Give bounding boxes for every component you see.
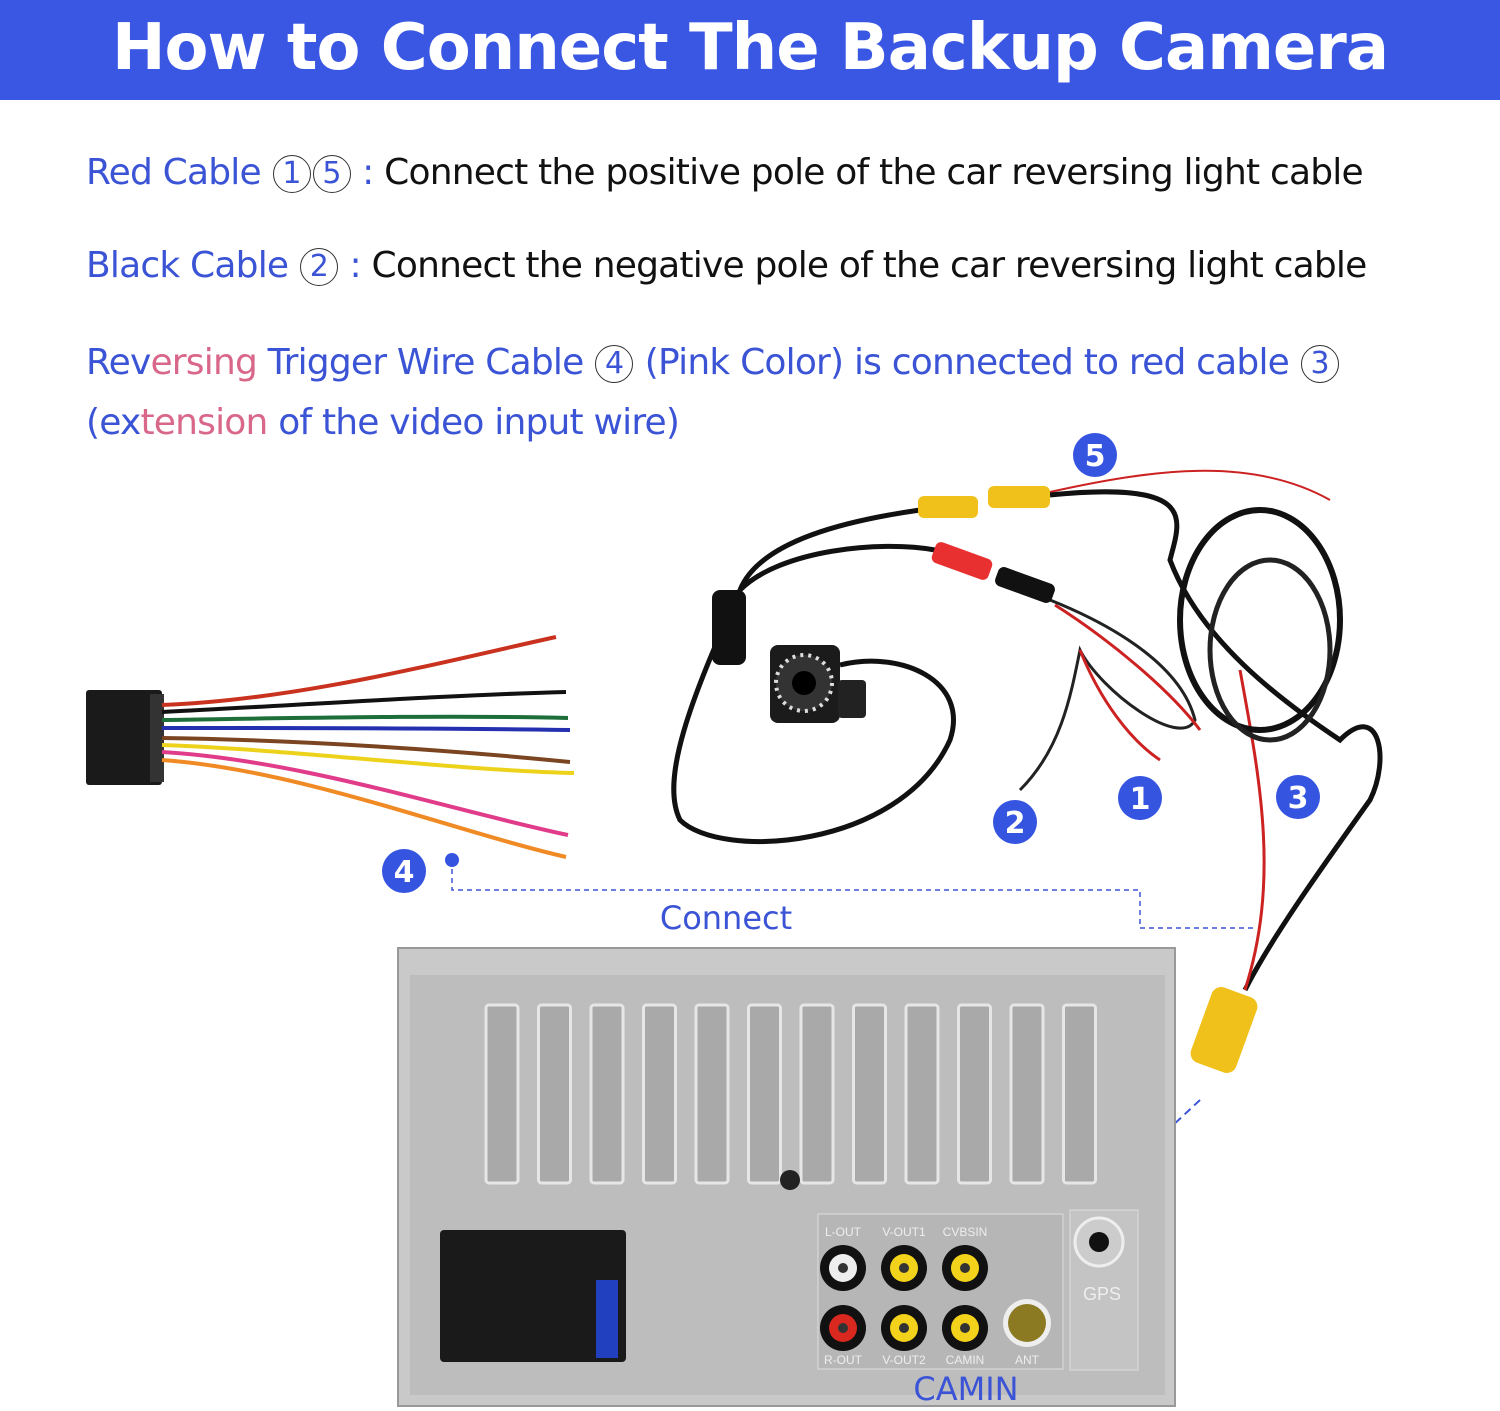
port-label: ANT — [1015, 1353, 1040, 1367]
vent-slot — [484, 1003, 520, 1185]
red-cable-label: Red Cable — [86, 152, 262, 193]
port-label: CAMIN — [946, 1353, 985, 1367]
text: (ex — [86, 402, 141, 443]
connect-label: Connect — [660, 899, 792, 937]
camin-label: CAMIN — [913, 1370, 1018, 1408]
black-cable-text: Connect the negative pole of the car rev… — [371, 245, 1368, 286]
vent-slot — [589, 1003, 625, 1185]
vent-slot — [904, 1003, 940, 1185]
text: tension — [140, 402, 268, 443]
separator: : — [362, 152, 385, 193]
vent-slot — [747, 1003, 782, 1185]
badge-1: 1 — [1118, 776, 1162, 820]
badge-text: 2 — [1005, 806, 1026, 841]
badge-4: 4 — [382, 849, 426, 893]
port-label: V-OUT1 — [882, 1225, 926, 1239]
badge-2: 2 — [993, 800, 1037, 844]
black-cable-instruction: Black Cable 2 : Connect the negative pol… — [86, 245, 1368, 286]
vent-slot — [799, 1003, 835, 1185]
trigger-instruction-line2: (extension of the video input wire) — [86, 402, 680, 443]
num-4: 4 — [595, 345, 634, 383]
vent-slot — [957, 1003, 992, 1185]
camera-cables — [671, 469, 1383, 992]
text: ersing — [150, 342, 258, 383]
num-3: 3 — [1300, 345, 1339, 383]
vent-slot — [1009, 1003, 1045, 1185]
num-2: 2 — [299, 248, 338, 286]
head-unit: L-OUT V-OUT1 CVBSIN R-OUT V-OUT2 CAMIN A… — [397, 947, 1176, 1407]
pink-wire-dot — [445, 853, 459, 867]
port-label: CVBSIN — [943, 1225, 988, 1239]
gps-label: GPS — [1083, 1284, 1121, 1304]
text: Trigger Wire Cable — [257, 342, 585, 383]
port-label: L-OUT — [825, 1225, 862, 1239]
badge-text: 1 — [1130, 782, 1151, 817]
rca-plugs — [712, 486, 1258, 1073]
badge-3: 3 — [1276, 775, 1320, 819]
num-1: 1 — [272, 155, 311, 193]
black-cable-label: Black Cable — [86, 245, 289, 286]
badge-text: 4 — [394, 855, 415, 890]
badge-text: 5 — [1085, 439, 1106, 474]
separator: : — [338, 245, 372, 286]
vent-slot — [642, 1003, 677, 1185]
text: (Pink Color) is connected to red cable — [644, 342, 1290, 383]
badge-text: 3 — [1288, 781, 1309, 816]
connect-line — [451, 860, 1255, 929]
port-label: R-OUT — [824, 1353, 863, 1367]
port-label: V-OUT2 — [882, 1353, 926, 1367]
red-cable-text: Connect the positive pole of the car rev… — [384, 152, 1363, 193]
text: Rev — [86, 342, 151, 383]
text: of the video input wire) — [267, 402, 680, 443]
wiring-harness — [86, 635, 575, 859]
vent-slot — [694, 1003, 730, 1185]
backup-camera — [770, 645, 866, 723]
trigger-instruction: Reversing Trigger Wire Cable 4 (Pink Col… — [86, 342, 1340, 383]
page-title: How to Connect The Backup Camera — [0, 0, 1500, 100]
rca-ports — [820, 1245, 1051, 1351]
num-5: 5 — [312, 155, 351, 193]
vent-slot — [852, 1003, 887, 1185]
badge-5: 5 — [1073, 433, 1117, 477]
vent-slot — [1062, 1003, 1097, 1185]
vent-slot — [537, 1003, 572, 1185]
